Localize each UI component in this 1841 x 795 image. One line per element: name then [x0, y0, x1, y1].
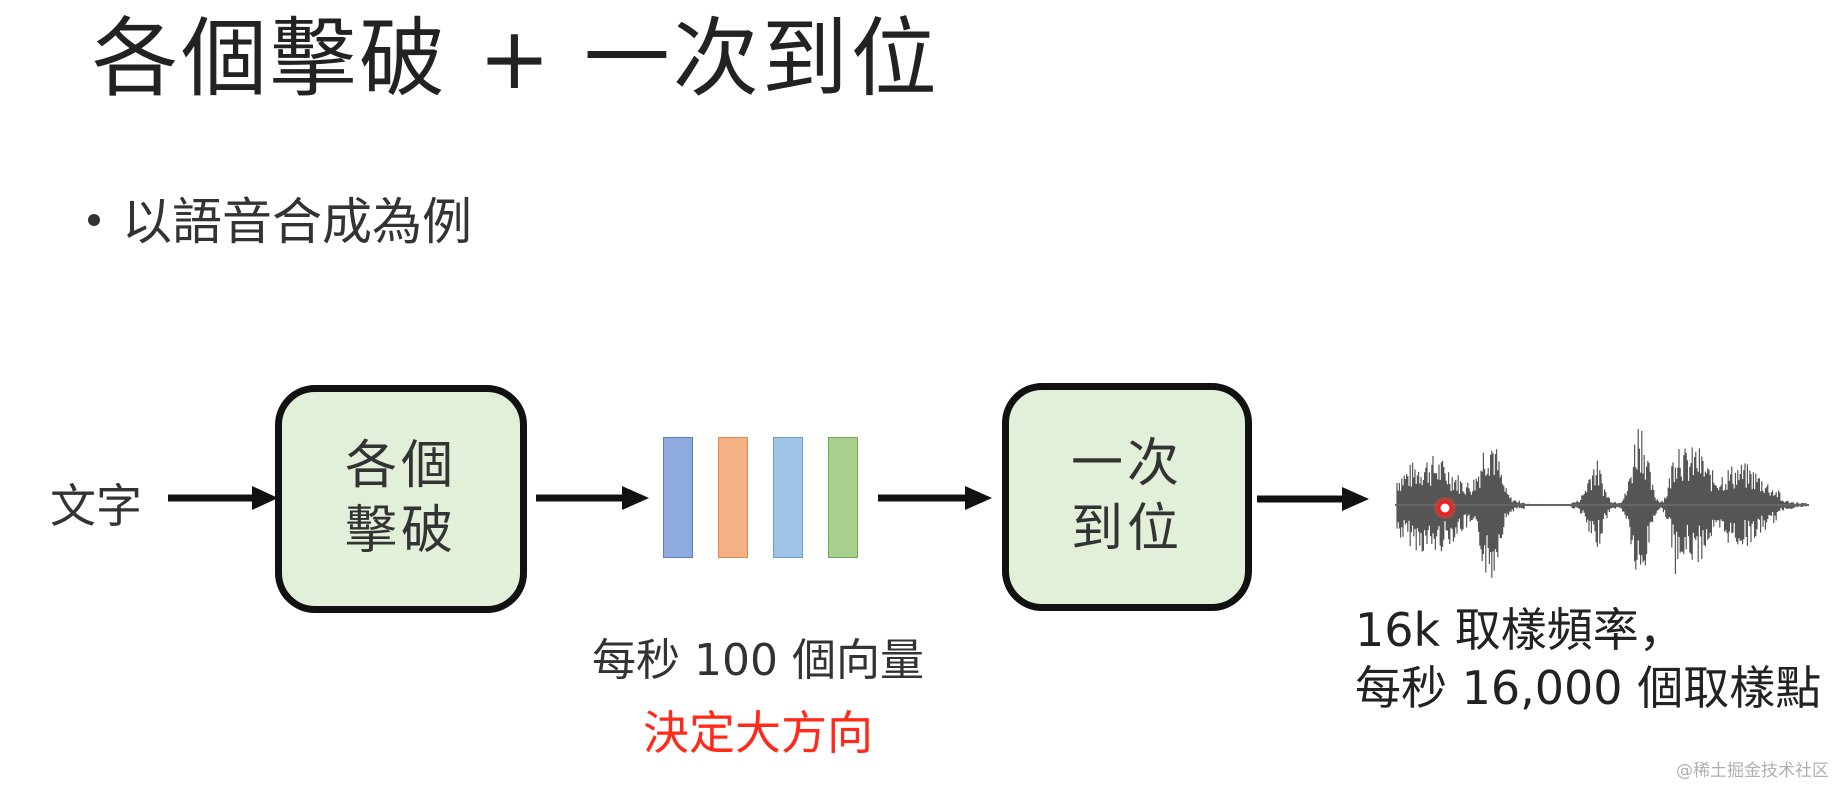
- output-caption-line2: 每秒 16,000 個取樣點: [1355, 660, 1822, 715]
- box1-line2: 擊破: [344, 501, 457, 561]
- arrow-right-icon: [168, 486, 278, 510]
- output-caption-line1: 16k 取樣頻率，: [1355, 603, 1685, 657]
- feature-vector: [773, 437, 803, 558]
- vectors-note: 決定大方向: [643, 706, 873, 760]
- watermark: @稀土掘金技术社区: [1676, 761, 1829, 781]
- divide-and-conquer-box: 各個 擊破: [275, 385, 527, 613]
- feature-vector: [828, 437, 858, 558]
- feature-vector: [718, 437, 748, 558]
- vectors-caption: 每秒 100 個向量: [592, 635, 924, 686]
- waveform-path: [1396, 429, 1807, 578]
- output-caption: 16k 取樣頻率， 每秒 16,000 個取樣點: [1355, 602, 1821, 717]
- arrow-right-icon: [1257, 487, 1369, 511]
- all-at-once-box: 一次 到位: [1002, 383, 1252, 611]
- bullet-item: 以語音合成為例: [88, 195, 472, 250]
- bullet-text: 以語音合成為例: [122, 193, 472, 251]
- feature-vector: [663, 437, 693, 558]
- input-label: 文字: [50, 479, 142, 533]
- arrow-right-icon: [878, 486, 992, 510]
- arrow-right-icon: [536, 486, 649, 510]
- box2-line2: 到位: [1070, 499, 1183, 559]
- slide-title: 各個擊破 + 一次到位: [92, 9, 940, 109]
- box2-line1: 一次: [1070, 434, 1183, 494]
- audio-waveform: [1395, 429, 1809, 578]
- bullet-dot-icon: [88, 213, 100, 226]
- cursor-marker-icon: [1437, 500, 1453, 516]
- box1-line1: 各個: [344, 436, 457, 496]
